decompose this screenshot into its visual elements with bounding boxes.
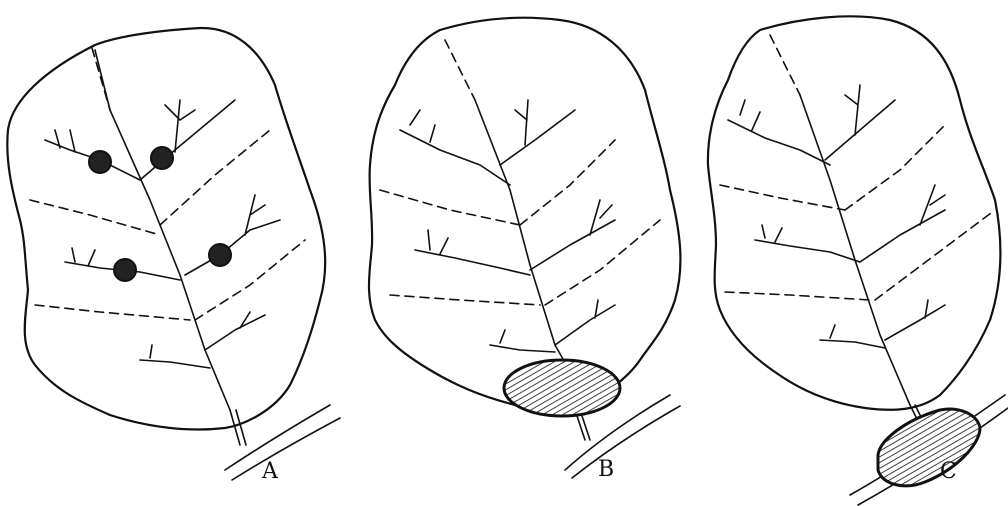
vein-b-6 [500,100,575,165]
midrib-a [95,50,230,410]
vein-a-5 [140,345,210,368]
panel-label-b: B [598,457,614,482]
vein-a-4 [35,305,190,320]
vein-a-6 [140,100,235,180]
vein-c-2 [720,185,845,210]
panel-b: B [369,18,680,482]
vein-b-7 [520,140,615,225]
vein-c-5 [820,325,885,348]
midrib-dash-c [770,35,800,95]
vein-b-8 [530,200,615,270]
vein-a-10 [205,312,265,350]
vein-b-2 [380,190,520,225]
spot-a-1 [89,151,111,173]
midrib-dash-b [445,40,475,100]
vein-b-9 [545,220,660,305]
panel-label-c: C [940,459,957,484]
panel-a: A [7,28,340,484]
twig-a [225,405,340,480]
vein-c-3 [755,225,860,262]
spot-a-4 [209,244,231,266]
vein-c-8 [860,185,945,262]
vein-b-4 [390,295,540,305]
vein-c-1 [728,100,830,165]
vein-c-9 [875,210,995,300]
gall-c [878,409,980,486]
vein-b-10 [555,300,615,345]
leaf-outline-a [7,28,325,430]
vein-c-6 [825,85,895,160]
panel-label-a: A [261,459,279,484]
vein-b-5 [490,330,555,352]
leaf-outline-c [708,16,1001,409]
vein-b-3 [415,230,530,275]
vein-a-8 [185,195,280,275]
panel-c: C [708,16,1008,505]
spot-a-2 [151,147,173,169]
gall-b [504,360,620,416]
vein-c-4 [725,292,870,300]
spot-a-3 [114,259,136,281]
vein-c-10 [885,300,945,340]
vein-a-2 [30,200,160,235]
